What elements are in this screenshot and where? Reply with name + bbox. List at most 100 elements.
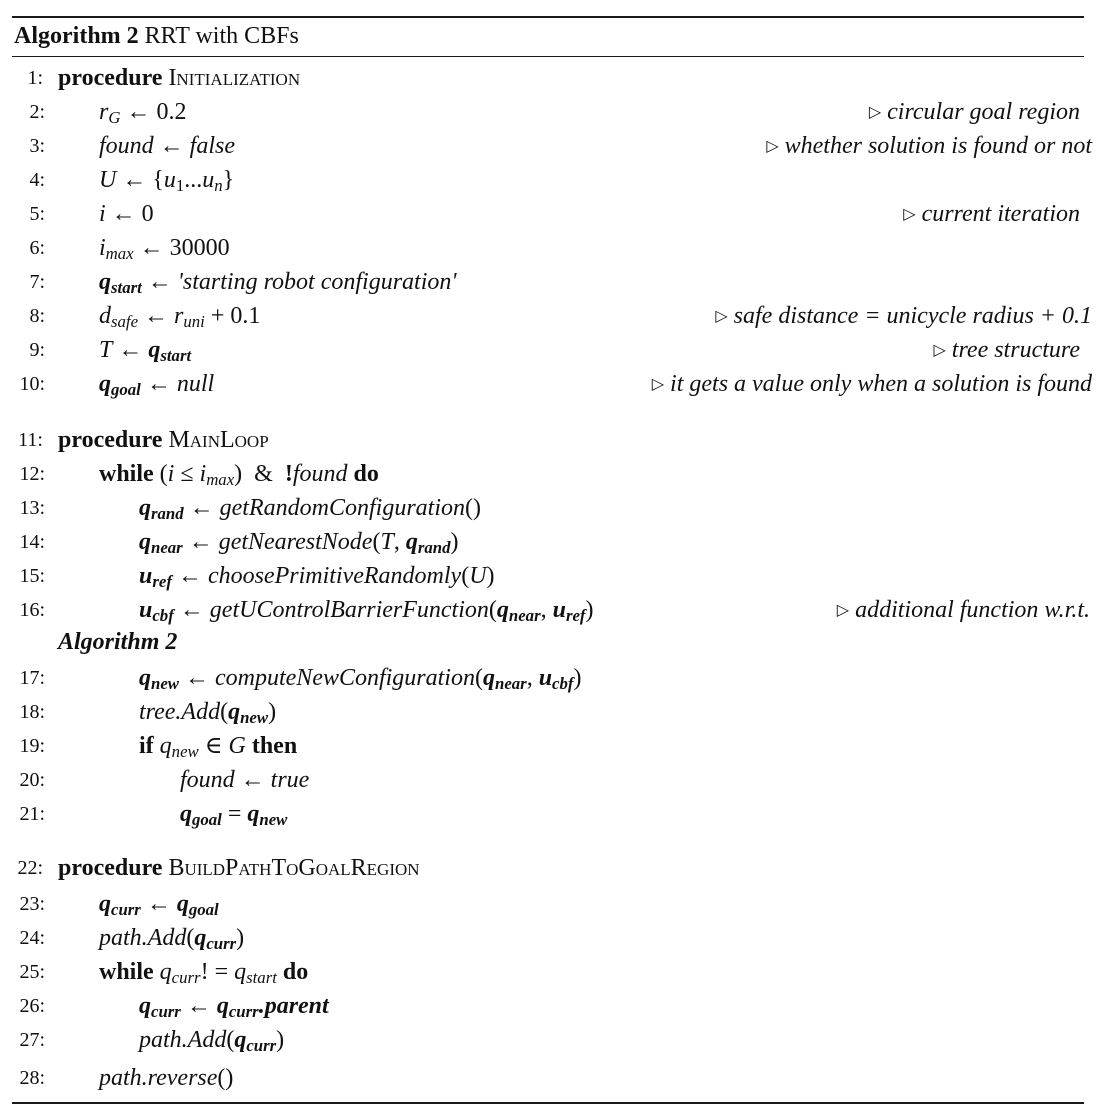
code-comment: ▷whether solution is found or not xyxy=(766,133,1092,159)
caption-rule xyxy=(12,56,1084,57)
comment-triangle-icon: ▷ xyxy=(868,104,882,121)
procedure-name: MainLoop xyxy=(168,427,269,453)
line-number: 28: xyxy=(19,1067,45,1089)
algo-line-9: 9: T ← qstart ▷tree structure xyxy=(0,333,1104,367)
code-statement: qstart ← 'starting robot configuration' xyxy=(99,269,457,298)
line-number: 15: xyxy=(19,565,45,587)
algorithm-caption: Algorithm 2 RRT with CBFs xyxy=(14,19,299,53)
procedure-keyword: procedure xyxy=(58,427,163,453)
code-statement: ucbf ← getUControlBarrierFunction(qnear,… xyxy=(139,597,594,626)
code-statement: while (i ≤ imax) & !found do xyxy=(99,461,379,490)
code-statement: qcurr ← qgoal xyxy=(99,891,219,920)
algo-line-12: 12: while (i ≤ imax) & !found do xyxy=(0,457,1104,491)
algo-line-19: 19: if qnew ∈ G then xyxy=(0,729,1104,763)
algo-line-21: 21: qgoal = qnew xyxy=(0,797,1104,831)
procedure-keyword: procedure xyxy=(58,855,163,881)
code-statement: dsafe ← runi + 0.1 xyxy=(99,303,261,332)
algo-line-20: 20: found ← true xyxy=(0,763,1104,797)
algo-line-4: 4: U ← {u1...un} xyxy=(0,163,1104,197)
procedure-header: procedure BuildPathToGoalRegion xyxy=(58,851,420,885)
line-number: 10: xyxy=(19,373,45,395)
code-statement: found ← true xyxy=(180,767,310,793)
algo-line-13: 13: qrand ← getRandomConfiguration() xyxy=(0,491,1104,525)
procedure-name: BuildPathToGoalRegion xyxy=(168,855,420,881)
algo-line-18: 18: tree.Add(qnew) xyxy=(0,695,1104,729)
line-number: 17: xyxy=(19,667,45,689)
line-number: 27: xyxy=(19,1029,45,1051)
code-statement: path.Add(qcurr) xyxy=(99,925,245,954)
line-number: 20: xyxy=(19,769,45,791)
code-statement: while qcurr! = qstart do xyxy=(99,959,309,988)
line-number: 26: xyxy=(19,995,45,1017)
comment-triangle-icon: ▷ xyxy=(933,342,946,359)
code-statement: T ← qstart xyxy=(99,337,192,366)
code-statement: qnew ← computeNewConfiguration(qnear, uc… xyxy=(139,665,582,694)
algo-line-8: 8: dsafe ← runi + 0.1 ▷safe distance = u… xyxy=(0,299,1104,333)
comment-triangle-icon: ▷ xyxy=(766,138,779,155)
code-statement: imax ← 30000 xyxy=(99,235,230,264)
line-number: 3: xyxy=(29,135,45,157)
line-number: 9: xyxy=(29,339,45,361)
code-statement: U ← {u1...un} xyxy=(99,167,235,196)
code-statement: qnear ← getNearestNode(T, qrand) xyxy=(139,529,459,558)
line-number: 16: xyxy=(19,599,45,621)
algo-line-11: 11: procedure MainLoop xyxy=(0,423,1104,457)
algo-line-24: 24: path.Add(qcurr) xyxy=(0,921,1104,955)
line-number: 1: xyxy=(27,67,43,89)
code-statement: found ← false xyxy=(99,133,235,159)
code-statement: path.reverse() xyxy=(99,1065,234,1091)
line-number: 2: xyxy=(29,101,45,123)
line-number: 23: xyxy=(19,893,45,915)
top-rule xyxy=(12,16,1084,18)
code-statement: tree.Add(qnew) xyxy=(139,699,277,728)
line-number: 19: xyxy=(19,735,45,757)
line-number: 11: xyxy=(18,429,43,451)
line-number: 4: xyxy=(29,169,45,191)
algo-line-22: 22: procedure BuildPathToGoalRegion xyxy=(0,851,1104,885)
line-number: 5: xyxy=(29,203,45,225)
line-number: 22: xyxy=(17,857,43,879)
line-number: 8: xyxy=(29,305,45,327)
bottom-rule xyxy=(12,1102,1084,1104)
comment-triangle-icon: ▷ xyxy=(651,376,665,393)
algo-line-10: 10: qgoal ← null ▷it gets a value only w… xyxy=(0,367,1104,401)
algo-line-2: 2: rG ← 0.2 ▷circular goal region xyxy=(0,95,1104,129)
code-statement: qgoal ← null xyxy=(99,371,215,400)
algo-line-14: 14: qnear ← getNearestNode(T, qrand) xyxy=(0,525,1104,559)
algo-line-17: 17: qnew ← computeNewConfiguration(qnear… xyxy=(0,661,1104,695)
algo-line-26: 26: qcurr ← qcurr.parent xyxy=(0,989,1104,1023)
line-number: 24: xyxy=(19,927,45,949)
code-comment: ▷tree structure xyxy=(933,337,1080,363)
algo-line-7: 7: qstart ← 'starting robot configuratio… xyxy=(0,265,1104,299)
comment-triangle-icon: ▷ xyxy=(715,308,728,325)
algo-line-3: 3: found ← false ▷whether solution is fo… xyxy=(0,129,1104,163)
line-number: 13: xyxy=(19,497,45,519)
code-comment: ▷circular goal region xyxy=(868,99,1080,125)
line-number: 18: xyxy=(19,701,45,723)
code-comment: ▷it gets a value only when a solution is… xyxy=(651,371,1092,397)
algo-line-5: 5: i ← 0 ▷current iteration xyxy=(0,197,1104,231)
procedure-keyword: procedure xyxy=(58,65,163,91)
algorithm-label: Algorithm 2 xyxy=(14,23,139,49)
algo-line-1: 1: procedure Initialization xyxy=(0,61,1104,95)
algo-line-16: 16: ucbf ← getUControlBarrierFunction(qn… xyxy=(0,593,1104,627)
code-statement: rG ← 0.2 xyxy=(99,99,187,128)
algo-line-6: 6: imax ← 30000 xyxy=(0,231,1104,265)
code-statement: qrand ← getRandomConfiguration() xyxy=(139,495,481,524)
line-number: 14: xyxy=(19,531,45,553)
algo-line-27: 27: path.Add(qcurr) xyxy=(0,1023,1104,1057)
algo-line-25: 25: while qcurr! = qstart do xyxy=(0,955,1104,989)
code-statement: path.Add(qcurr) xyxy=(139,1027,285,1056)
code-statement: uref ← choosePrimitiveRandomly(U) xyxy=(139,563,495,592)
code-statement: qgoal = qnew xyxy=(180,801,288,830)
algo-line-28: 28: path.reverse() xyxy=(0,1061,1104,1095)
line-number: 7: xyxy=(29,271,45,293)
code-statement: if qnew ∈ G then xyxy=(139,733,298,762)
algo-line-23: 23: qcurr ← qgoal xyxy=(0,887,1104,921)
algo-line-15: 15: uref ← choosePrimitiveRandomly(U) xyxy=(0,559,1104,593)
code-statement: qcurr ← qcurr.parent xyxy=(139,993,329,1022)
comment-triangle-icon: ▷ xyxy=(836,602,850,619)
code-comment: ▷additional function w.r.t. xyxy=(836,597,1090,623)
procedure-header: procedure Initialization xyxy=(58,61,300,95)
code-statement: i ← 0 xyxy=(99,201,154,227)
